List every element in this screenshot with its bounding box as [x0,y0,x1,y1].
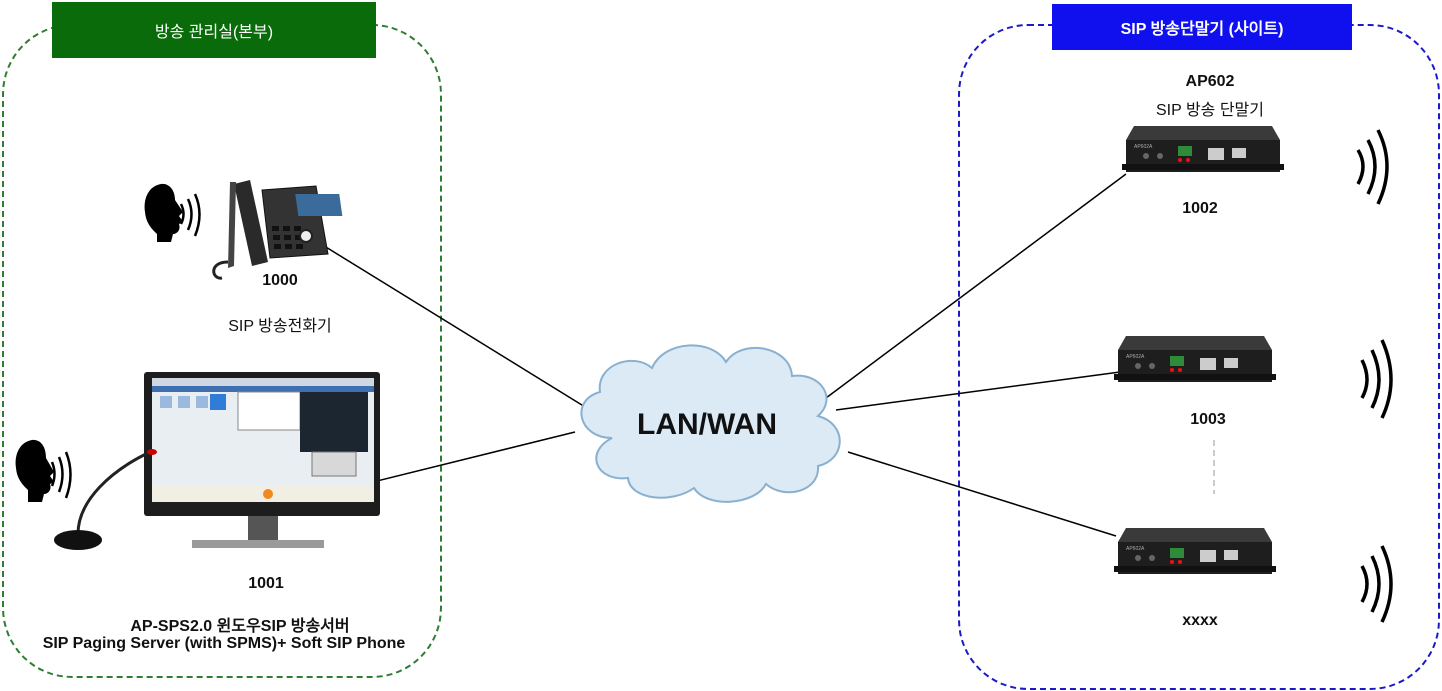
svg-text:AP602A: AP602A [1126,546,1145,552]
headquarters-zone-title: 방송 관리실(본부) [52,2,376,58]
speaker-wave-icon [1356,129,1389,205]
speaking-head-icon [15,439,54,502]
device1-id-label: 1002 [1182,200,1218,217]
device-type-label: SIP 방송 단말기 [1156,102,1264,119]
speaker-wave-icon [1360,545,1393,623]
server-subtitle: SIP Paging Server (with SPMS)+ Soft SIP … [42,635,406,652]
sound-wave-icon [50,451,72,499]
terminal-device-icon: AP602A [1114,528,1276,574]
svg-text:AP602A: AP602A [1126,354,1145,360]
sound-wave-icon [179,193,201,237]
link-cloud-device1 [825,173,1127,399]
server-title: AP-SPS2.0 윈도우SIP 방송서버 [130,618,350,635]
phone-id-label: 1000 [262,272,298,289]
server-id-label: 1001 [248,575,284,592]
terminal-device-icon: AP602A [1114,336,1276,382]
speaking-head-icon [144,183,183,242]
cloud-icon [580,344,841,503]
link-cloud-device3 [847,451,1117,537]
microphone-icon [54,449,157,550]
speaker-wave-icon [1360,339,1393,419]
phone-caption: SIP 방송전화기 [228,318,332,335]
cloud-label: LAN/WAN [637,408,777,441]
device-model-label: AP602 [1185,73,1235,90]
terminal-device-icon: AP602A [1122,126,1284,172]
site-zone-title: SIP 방송단말기 (사이트) [1052,4,1352,50]
ip-phone-icon [212,180,343,280]
monitor-icon [144,372,380,548]
device3-id-label: xxxx [1182,612,1218,629]
link-phone-cloud [307,235,591,411]
device2-id-label: 1003 [1190,411,1226,428]
link-cloud-device2 [835,371,1121,411]
svg-text:AP602A: AP602A [1134,144,1153,150]
